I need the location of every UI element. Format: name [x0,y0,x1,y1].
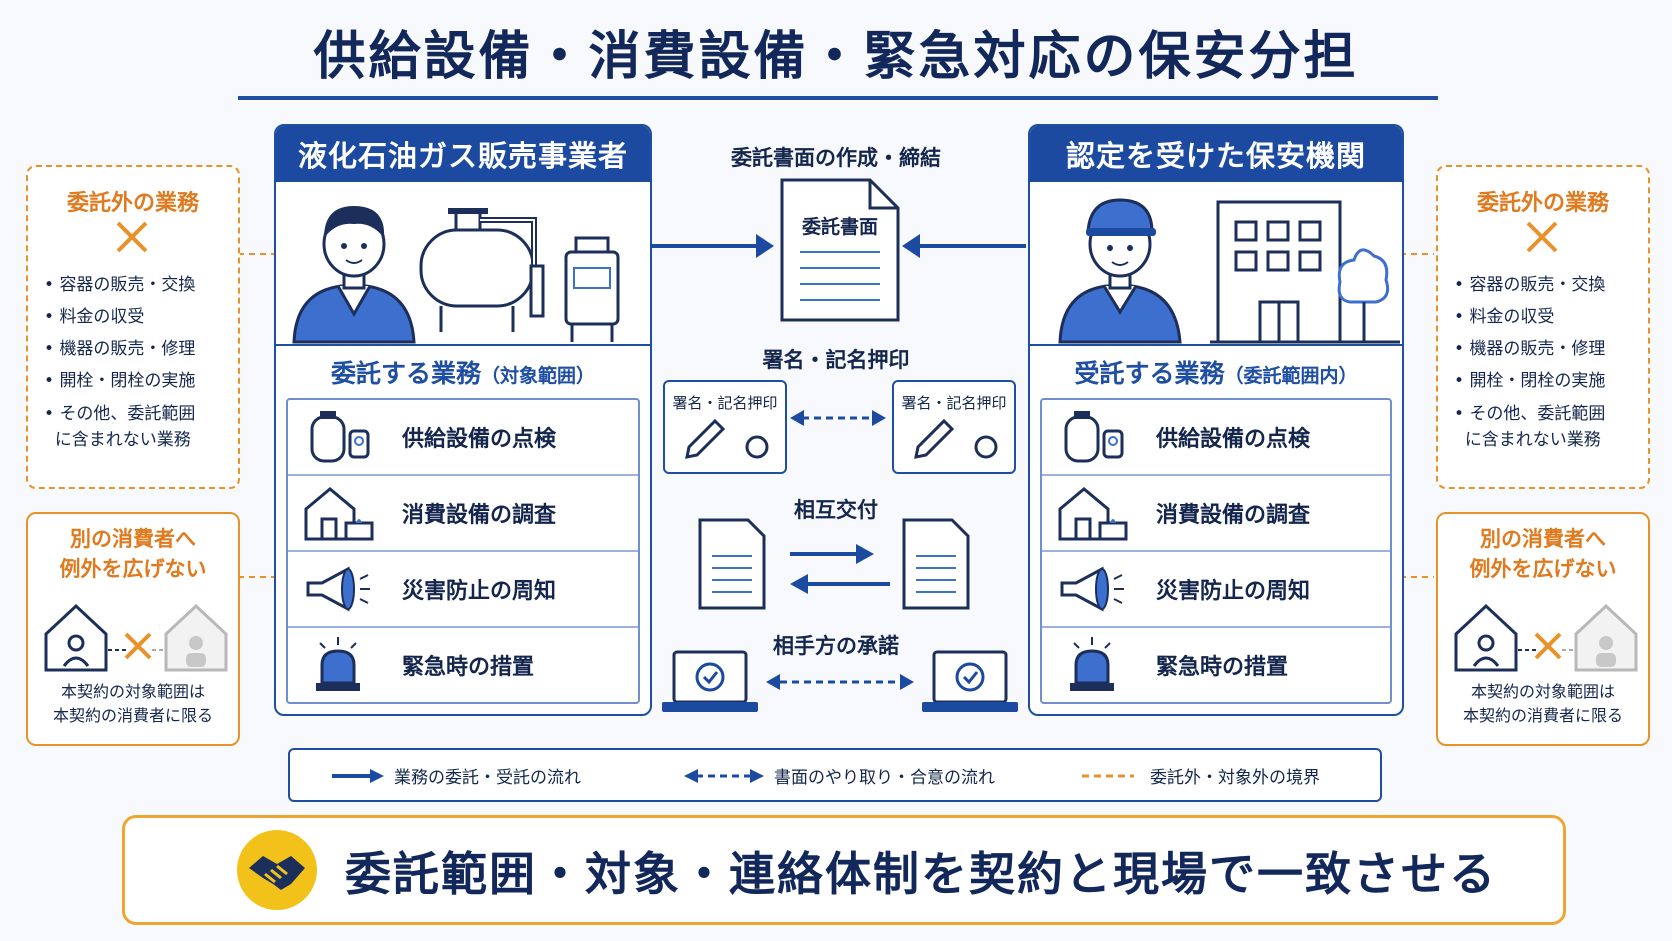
mutual-exchange [698,518,970,610]
exception-title-1: 別の消費者へ [70,527,196,551]
left-section-title: 委託する業務（対象範囲） [330,359,596,388]
house-stove-icon [1042,481,1142,545]
task-row: 消費設備の調査 [288,476,638,552]
gas-cylinder-icon [288,405,388,469]
megaphone-icon [1042,557,1142,621]
outside-item: 容器の販売・交換 [1454,269,1648,301]
outside-item: その他、委託範囲 に含まれない業務 [44,401,238,453]
task-label: 供給設備の点検 [1156,427,1311,452]
task-label: 緊急時の措置 [1156,655,1289,680]
title-underline [238,96,1438,100]
exception-box-left: 別の消費者へ例外を広げない 本契約の対象範囲は本契約の消費者に限る [26,512,240,746]
outside-tasks-box-left: 委託外の業務 容器の販売・交換 料金の収受 機器の販売・修理 開栓・閉栓の実施 … [26,165,240,489]
exception-title-1: 別の消費者へ [1480,527,1606,551]
legend-flow: 業務の委託・受託の流れ [330,763,581,788]
sign-box-right: 署名・記名押印 [892,380,1016,474]
pen-icon [685,418,769,459]
dashed-line-icon [1082,774,1134,777]
outside-item: 開栓・閉栓の実施 [1454,365,1648,397]
task-row: 供給設備の点検 [1042,400,1390,476]
exception-note-1: 本契約の対象範囲は [60,682,205,701]
outside-item: 料金の収受 [1454,301,1648,333]
left-panel-seller: 液化石油ガス販売事業者 委託する業務（対象 [274,124,652,716]
agency-illustration [1030,182,1402,346]
outside-tasks-title: 委託外の業務 [66,191,199,216]
sign-label: 署名・記名押印 [762,348,910,372]
document-exchange [650,178,1026,322]
cross-icon [116,221,148,253]
outside-tasks-title: 委託外の業務 [1476,191,1609,216]
siren-light-icon [1042,633,1142,697]
outside-item: 料金の収受 [44,301,238,333]
seller-illustration [276,182,650,346]
task-row: 供給設備の点検 [288,400,638,476]
exception-note-2: 本契約の消費者に限る [1462,706,1623,725]
left-task-list: 供給設備の点検 消費設備の調査 災害防止の周知 緊急時の措置 [286,398,640,704]
task-label: 災害防止の周知 [1156,579,1311,604]
doc-title: 委託書面 [801,216,878,238]
sign-box-left: 署名・記名押印 [663,380,787,474]
solid-arrow-icon [332,768,384,783]
house-exception-icon [44,603,228,672]
task-label: 消費設備の調査 [1156,503,1311,528]
task-row: 緊急時の措置 [288,628,638,702]
task-label: 供給設備の点検 [402,427,557,452]
sign-exchange-arrow [790,410,886,426]
exception-title-2: 例外を広げない [59,557,207,581]
legend: 業務の委託・受託の流れ 書面のやり取り・合意の流れ 委託外・対象外の境界 [288,748,1382,802]
dashed-double-arrow-icon [684,768,764,783]
task-label: 消費設備の調査 [402,503,557,528]
doc-creation-label: 委託書面の作成・締結 [731,146,941,170]
outside-item: その他、委託範囲 に含まれない業務 [1454,401,1648,453]
task-row: 緊急時の措置 [1042,628,1390,702]
gas-cylinder-icon [1042,405,1142,469]
outside-item: 機器の販売・修理 [1454,333,1648,365]
task-label: 災害防止の周知 [402,579,557,604]
house-stove-icon [288,481,388,545]
bottom-message-box: 委託範囲・対象・連絡体制を契約と現場で一致させる [122,815,1566,925]
house-exception-icon [1454,603,1638,672]
exception-note-1: 本契約の対象範囲は [1470,682,1615,701]
consent-label: 相手方の承諾 [773,634,899,658]
exception-title-2: 例外を広げない [1469,557,1617,581]
exception-box-right: 別の消費者へ例外を広げない 本契約の対象範囲は本契約の消費者に限る [1436,512,1650,746]
handshake-icon [237,830,317,910]
megaphone-icon [288,557,388,621]
task-row: 災害防止の周知 [288,552,638,628]
pen-icon [914,418,998,459]
right-panel-header: 認定を受けた保安機関 [1030,126,1402,182]
task-row: 消費設備の調査 [1042,476,1390,552]
left-panel-header: 液化石油ガス販売事業者 [276,126,650,182]
task-label: 緊急時の措置 [402,655,535,680]
legend-doc-flow: 書面のやり取り・合意の流れ [682,763,995,788]
outside-tasks-box-right: 委託外の業務 容器の販売・交換 料金の収受 機器の販売・修理 開栓・閉栓の実施 … [1436,165,1650,489]
siren-light-icon [288,633,388,697]
bottom-message: 委託範囲・対象・連絡体制を契約と現場で一致させる [345,847,1497,901]
right-task-list: 供給設備の点検 消費設備の調査 災害防止の周知 緊急時の措置 [1040,398,1392,704]
outside-item: 容器の販売・交換 [44,269,238,301]
outside-item: 開栓・閉栓の実施 [44,365,238,397]
right-panel-agency: 認定を受けた保安機関 受託する業務（委託範囲内） [1028,124,1404,716]
cross-icon [1526,221,1558,253]
task-row: 災害防止の周知 [1042,552,1390,628]
exchange-label: 相互交付 [794,498,878,522]
page-title: 供給設備・消費設備・緊急対応の保安分担 [313,27,1359,87]
right-section-title: 受託する業務（委託範囲内） [1074,359,1358,388]
outside-item: 機器の販売・修理 [44,333,238,365]
legend-boundary: 委託外・対象外の境界 [1080,763,1320,788]
exception-note-2: 本契約の消費者に限る [52,706,213,725]
consent-laptops [662,650,1018,712]
